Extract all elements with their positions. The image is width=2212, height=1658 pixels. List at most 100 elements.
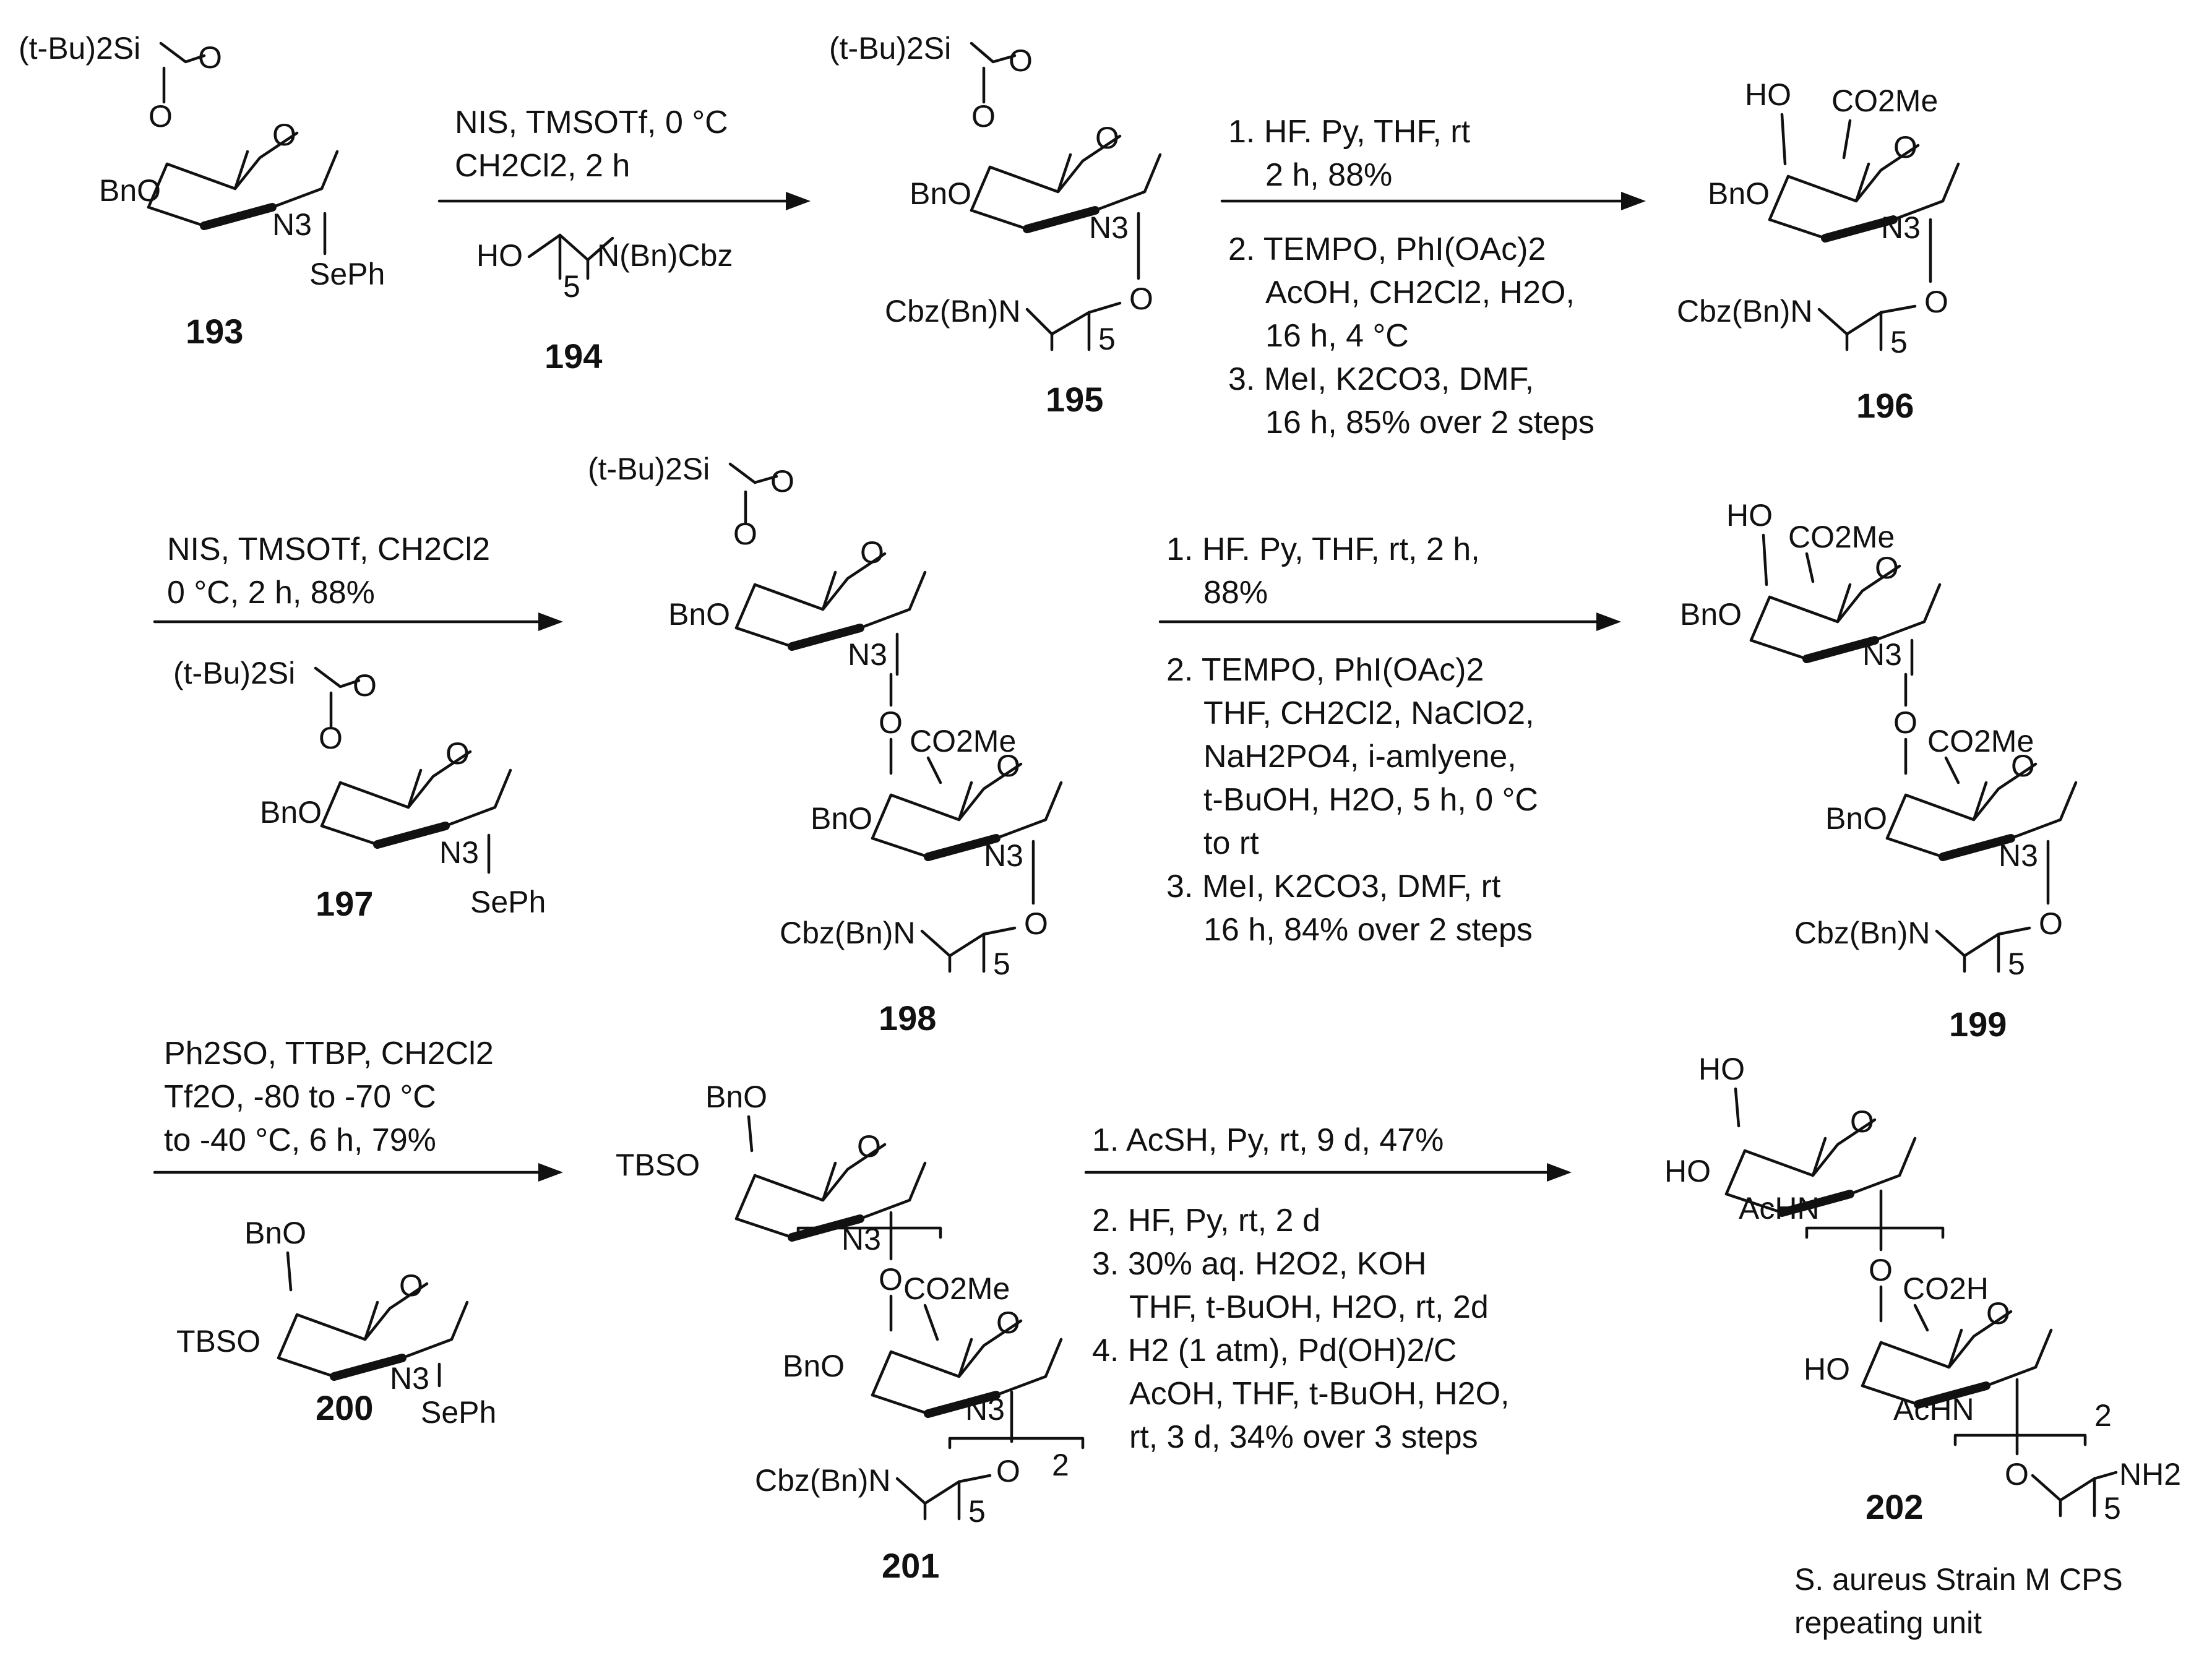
tbso-label: TBSO xyxy=(176,1324,260,1359)
ring-oxygen-label: O xyxy=(2011,749,2035,783)
cbz-bn-n-label: Cbz(Bn)N xyxy=(780,916,915,950)
condition-text: 1. AcSH, Py, rt, 9 d, 47% xyxy=(1092,1122,1444,1158)
ho-label: HO xyxy=(1804,1352,1850,1386)
condition-text: NIS, TMSOTf, 0 °C xyxy=(455,105,728,140)
tbu2si-label: (t-Bu)2Si xyxy=(588,452,710,486)
arrow-head xyxy=(538,1163,563,1182)
ring-oxygen-label: O xyxy=(272,118,296,152)
condition-text: 3. MeI, K2CO3, DMF, xyxy=(1228,361,1534,397)
reaction-step-1: NIS, TMSOTf, 0 °C CH2Cl2, 2 h HO N(Bn)Cb… xyxy=(437,105,811,376)
amine-label: NH2 xyxy=(2119,1457,2181,1492)
reaction-step-4: 1. HF. Py, THF, rt, 2 h, 88% 2. TEMPO, P… xyxy=(1158,531,1621,948)
ring-oxygen-label: O xyxy=(770,464,794,499)
condition-text: Ph2SO, TTBP, CH2Cl2 xyxy=(164,1036,494,1072)
condition-text: 3. MeI, K2CO3, DMF, rt xyxy=(1166,869,1501,904)
tbu2si-label: (t-Bu)2Si xyxy=(173,656,295,690)
compound-number: 193 xyxy=(186,312,243,351)
seph-label: SePh xyxy=(309,257,385,291)
co2me-label: CO2Me xyxy=(910,724,1016,758)
bno-label: BnO xyxy=(705,1080,767,1114)
ring-oxygen-label: O xyxy=(148,99,173,134)
bno-label: BnO xyxy=(1825,801,1887,836)
cbz-bn-n-label: Cbz(Bn)N xyxy=(1794,916,1930,950)
reaction-step-2: 1. HF. Py, THF, rt 2 h, 88% 2. TEMPO, Ph… xyxy=(1220,114,1646,440)
bno-label: BnO xyxy=(1708,176,1770,211)
condition-text: 2. HF, Py, rt, 2 d xyxy=(1092,1203,1320,1239)
condition-text: 88% xyxy=(1203,575,1268,611)
condition-text: 16 h, 85% over 2 steps xyxy=(1265,405,1594,440)
bno-label: BnO xyxy=(99,173,161,208)
bno-label: BnO xyxy=(783,1349,845,1383)
arrow-head xyxy=(1621,192,1646,210)
compound-number: 202 xyxy=(1866,1487,1923,1526)
compound-193-structure: (t-Bu)2Si O O O BnO N3 SePh 193 xyxy=(19,31,385,351)
caption-line-1: S. aureus Strain M CPS xyxy=(1794,1562,2123,1597)
condition-text: CH2Cl2, 2 h xyxy=(455,148,630,184)
ho-label: HO xyxy=(1664,1154,1711,1188)
compound-199-structure: HO CO2Me O BnO N3 O CO2Me O BnO N3 O Cbz… xyxy=(1680,498,2076,1044)
repeat-bracket xyxy=(1805,1226,1945,1239)
ring-oxygen-label: O xyxy=(1095,121,1119,155)
azide-label: N3 xyxy=(965,1392,1005,1427)
repeat-bracket xyxy=(948,1437,1085,1450)
ring-oxygen-label: O xyxy=(996,1454,1020,1488)
azide-label: N3 xyxy=(439,835,479,870)
reaction-step-6: 1. AcSH, Py, rt, 9 d, 47% 2. HF, Py, rt,… xyxy=(1084,1122,1572,1455)
condition-text: THF, CH2Cl2, NaClO2, xyxy=(1203,695,1534,731)
compound-201-structure: BnO O TBSO N3 O CO2Me O BnO N3 2 O Cbz(B… xyxy=(616,1080,1085,1585)
compound-number: 197 xyxy=(316,884,373,923)
arrow-head xyxy=(786,192,811,210)
bno-label: BnO xyxy=(811,801,872,836)
azide-label: N3 xyxy=(1089,210,1129,245)
repeat-count: 5 xyxy=(2008,947,2025,981)
condition-text: 4. H2 (1 atm), Pd(OH)2/C xyxy=(1092,1333,1457,1368)
caption-line-2: repeating unit xyxy=(1794,1605,1982,1640)
reaction-step-5: Ph2SO, TTBP, CH2Cl2 Tf2O, -80 to -70 °C … xyxy=(153,1036,563,1182)
reaction-step-3: NIS, TMSOTf, CH2Cl2 0 °C, 2 h, 88% xyxy=(153,531,563,631)
co2h-label: CO2H xyxy=(1903,1271,1989,1306)
condition-text: 1. HF. Py, THF, rt, 2 h, xyxy=(1166,531,1480,567)
repeat-count: 5 xyxy=(563,269,580,304)
cbz-bn-n-label: Cbz(Bn)N xyxy=(755,1463,890,1498)
condition-text: 16 h, 4 °C xyxy=(1265,318,1409,354)
bno-label: BnO xyxy=(1680,597,1742,632)
condition-text: 2. TEMPO, PhI(OAc)2 xyxy=(1228,231,1546,267)
bno-label: BnO xyxy=(244,1216,306,1250)
repeat-bracket xyxy=(796,1226,942,1239)
condition-text: to -40 °C, 6 h, 79% xyxy=(164,1122,436,1158)
ho-label: HO xyxy=(1726,498,1773,533)
bno-label: BnO xyxy=(910,176,971,211)
compound-number: 198 xyxy=(879,999,936,1037)
compound-number: 196 xyxy=(1856,386,1914,425)
azide-label: N3 xyxy=(1999,838,2038,873)
compound-197-structure: (t-Bu)2Si O O O BnO N3 SePh 197 xyxy=(173,656,546,923)
ring-oxygen-label: O xyxy=(1129,281,1153,316)
tbu2si-label: (t-Bu)2Si xyxy=(829,31,951,66)
ring-oxygen-label: O xyxy=(860,535,884,570)
condition-text: 16 h, 84% over 2 steps xyxy=(1203,912,1533,948)
azide-label: N3 xyxy=(390,1361,429,1396)
co2me-label: CO2Me xyxy=(1927,724,2034,758)
arrow-head xyxy=(1596,612,1621,631)
condition-text: t-BuOH, H2O, 5 h, 0 °C xyxy=(1203,782,1538,818)
tbu2si-label: (t-Bu)2Si xyxy=(19,31,140,66)
repeat-count: 2 xyxy=(1052,1448,1069,1482)
arrow-head xyxy=(538,612,563,631)
achn-label: AcHN xyxy=(1893,1392,1974,1427)
compound-202-structure: HO O HO AcHN O CO2H O HO AcHN 2 O 5 NH2 … xyxy=(1664,1052,2181,1640)
compound-200-structure: BnO O TBSO N3 SePh 200 xyxy=(176,1216,496,1430)
compound-196-structure: HO CO2Me O BnO N3 O Cbz(Bn)N 5 196 xyxy=(1677,77,1958,425)
condition-text: 2. TEMPO, PhI(OAc)2 xyxy=(1166,652,1484,688)
glycosidic-oxygen-label: O xyxy=(1893,705,1917,740)
compound-number: 199 xyxy=(1949,1005,2007,1044)
repeat-count: 5 xyxy=(1098,322,1116,356)
repeat-count: 5 xyxy=(1890,325,1908,359)
ring-oxygen-label: O xyxy=(2039,906,2063,941)
cbz-bn-n-label: Cbz(Bn)N xyxy=(1677,294,1812,329)
ring-oxygen-label: O xyxy=(857,1129,881,1164)
ring-oxygen-label: O xyxy=(996,749,1020,783)
condition-text: rt, 3 d, 34% over 3 steps xyxy=(1129,1419,1478,1455)
compound-number: 194 xyxy=(544,337,602,376)
n-bn-cbz-label: N(Bn)Cbz xyxy=(597,238,733,273)
